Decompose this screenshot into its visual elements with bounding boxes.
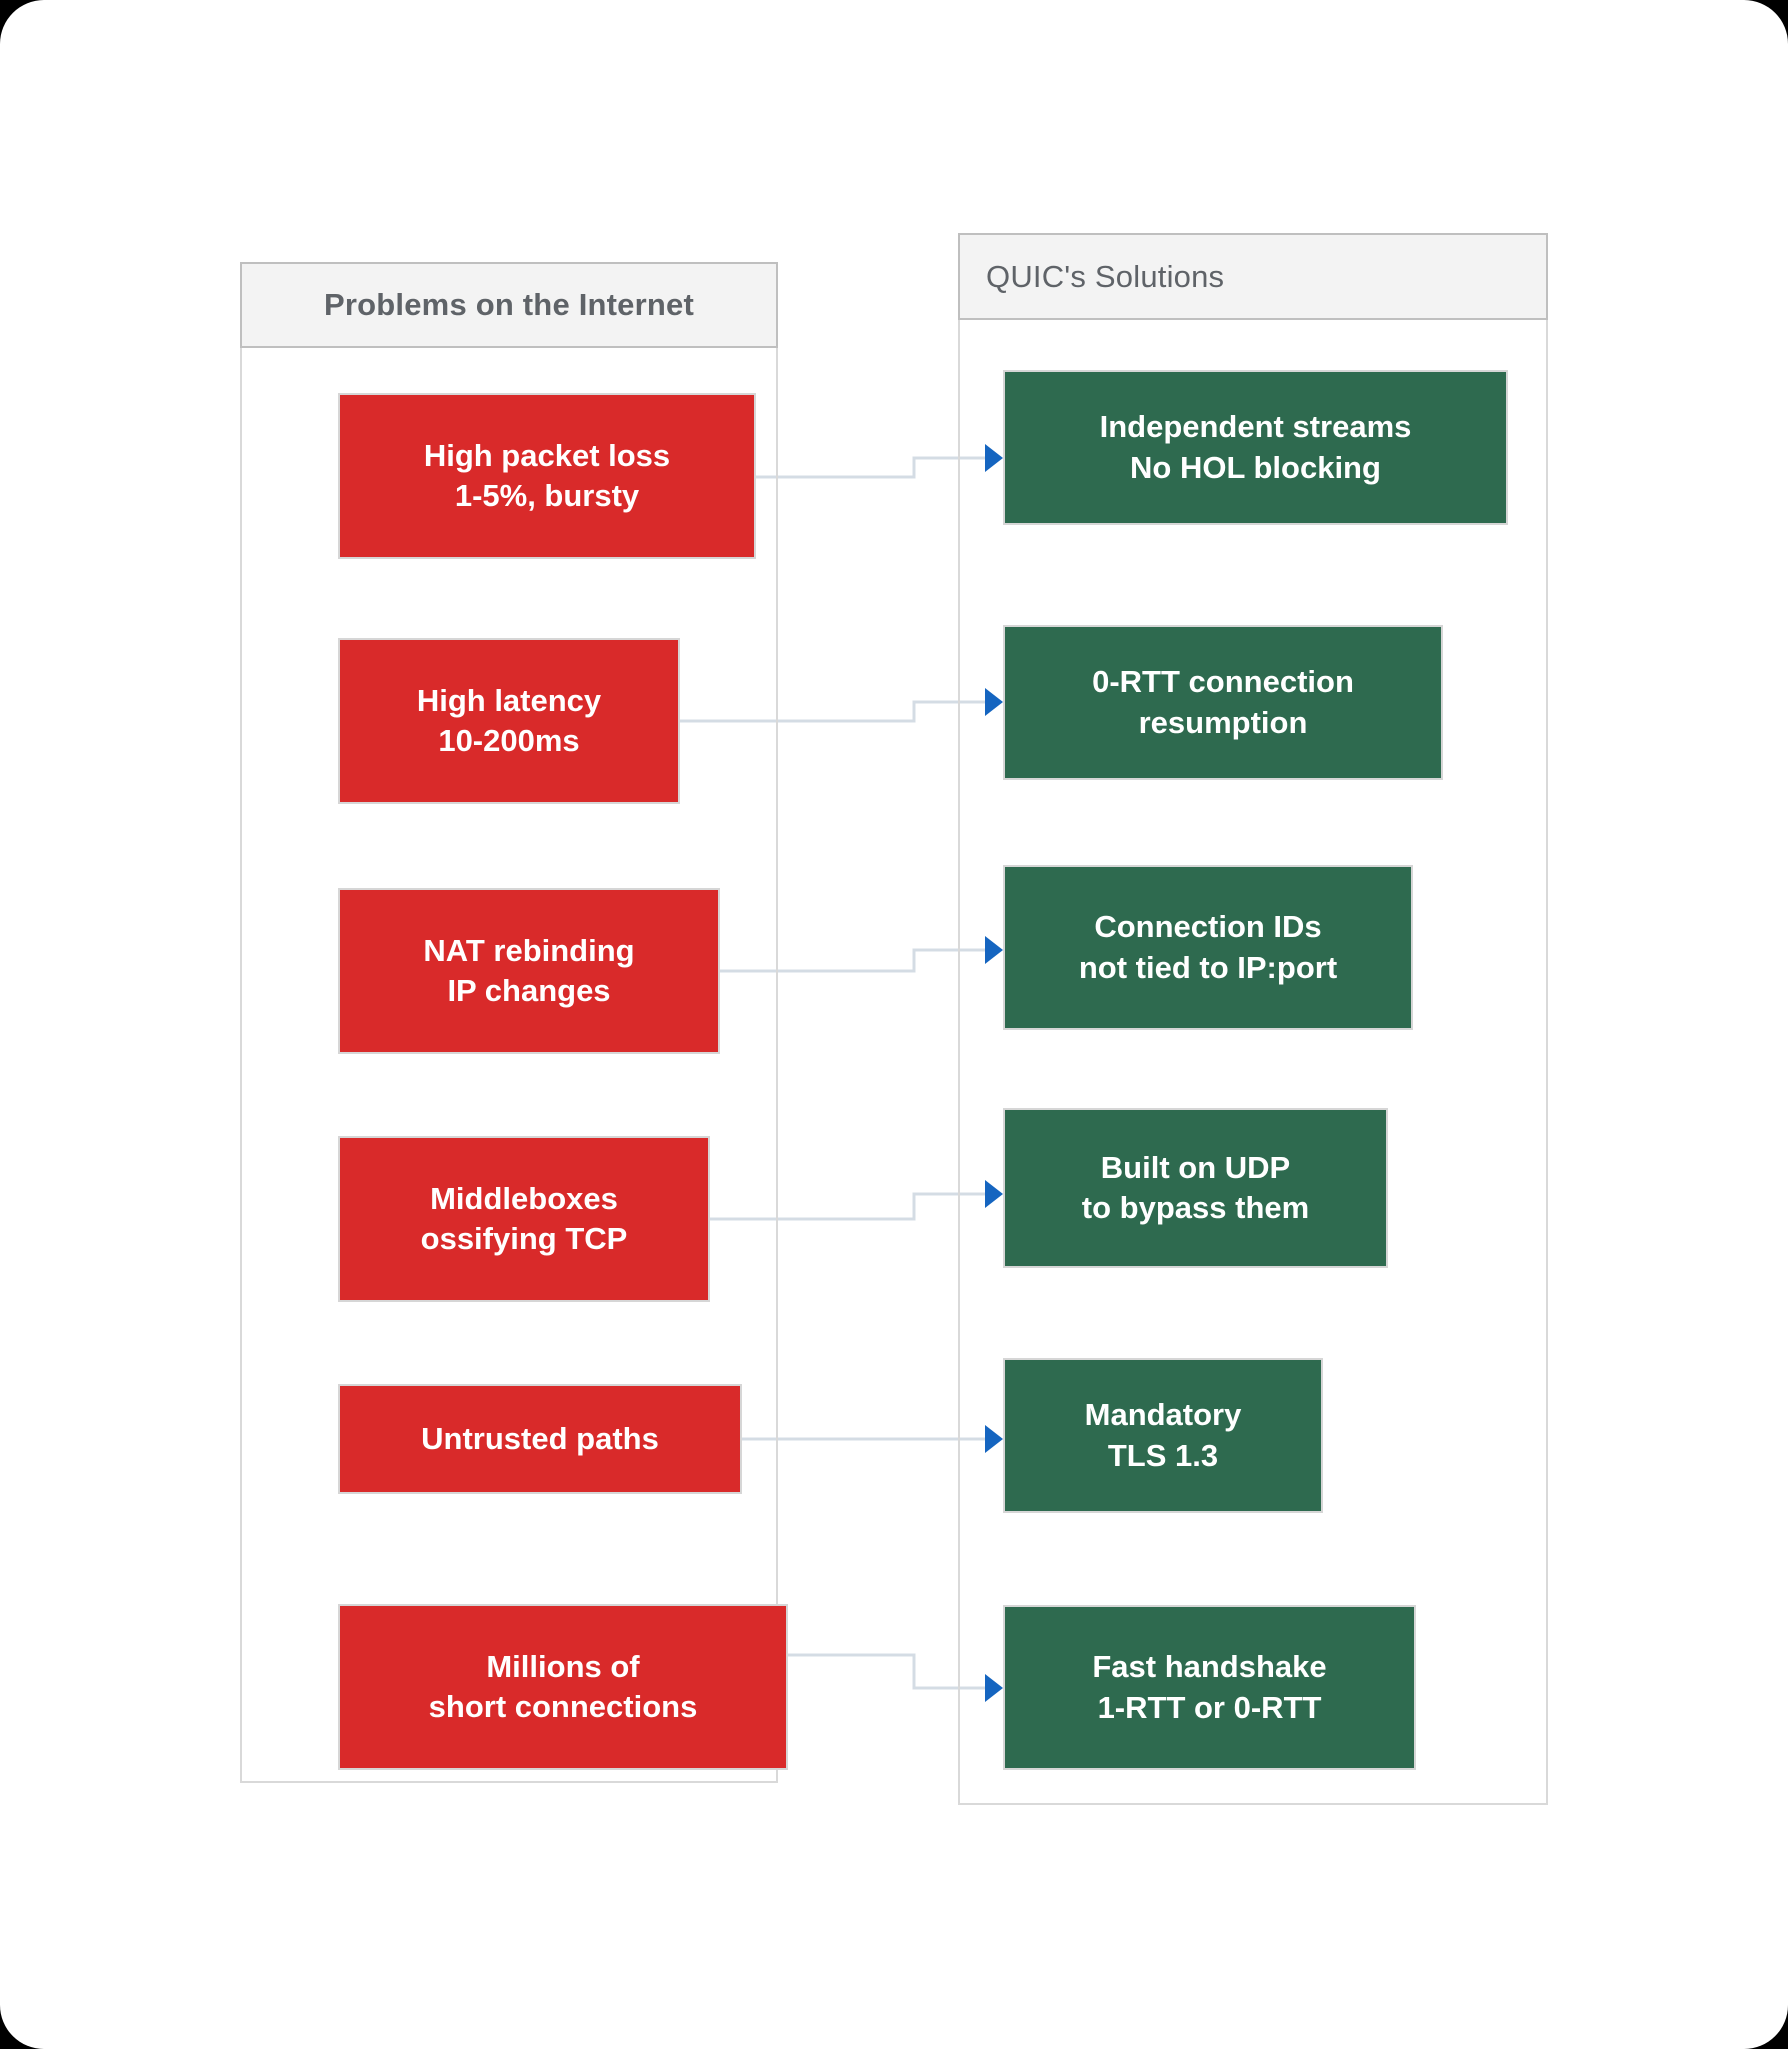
solution-node-independent-streams[interactable]: Independent streams No HOL blocking xyxy=(1003,370,1508,525)
node-line: High packet loss xyxy=(423,437,671,473)
solution-node-built-on-udp[interactable]: Built on UDP to bypass them xyxy=(1003,1108,1388,1268)
node-line: High latency xyxy=(416,682,602,718)
problem-node-middleboxes[interactable]: Middleboxes ossifying TCP xyxy=(338,1136,710,1302)
node-line: Built on UDP xyxy=(1100,1149,1291,1185)
node-line: Independent streams xyxy=(1099,409,1412,445)
solution-node-zero-rtt[interactable]: 0-RTT connection resumption xyxy=(1003,625,1443,780)
node-line: No HOL blocking xyxy=(1130,449,1381,485)
node-line: Middleboxes xyxy=(430,1180,618,1216)
connector-shortconns-to-handshake xyxy=(788,1653,985,1690)
panel-problems-header: Problems on the Internet xyxy=(240,262,778,348)
panel-solutions-title: QUIC's Solutions xyxy=(986,258,1225,294)
node-line: Fast handshake xyxy=(1092,1649,1327,1685)
node-line: 10-200ms xyxy=(438,723,580,758)
problem-node-latency[interactable]: High latency 10-200ms xyxy=(338,638,680,804)
problem-node-untrusted-paths[interactable]: Untrusted paths xyxy=(338,1384,742,1494)
node-line: IP changes xyxy=(447,973,611,1008)
node-line: ossifying TCP xyxy=(420,1221,628,1256)
node-line: TLS 1.3 xyxy=(1107,1437,1219,1473)
node-line: resumption xyxy=(1138,704,1308,740)
node-line: Millions of xyxy=(486,1648,640,1684)
node-line: Mandatory xyxy=(1084,1397,1242,1433)
node-line: short connections xyxy=(428,1689,698,1724)
problem-node-packet-loss[interactable]: High packet loss 1-5%, bursty xyxy=(338,393,756,559)
node-line: Untrusted paths xyxy=(421,1420,659,1456)
panel-solutions-header: QUIC's Solutions xyxy=(958,233,1548,320)
problem-node-nat-rebinding[interactable]: NAT rebinding IP changes xyxy=(338,888,720,1054)
node-line: 0-RTT connection xyxy=(1092,664,1354,700)
connector-packet-loss-to-streams xyxy=(756,456,985,479)
solution-node-fast-handshake[interactable]: Fast handshake 1-RTT or 0-RTT xyxy=(1003,1605,1416,1770)
solution-node-mandatory-tls[interactable]: Mandatory TLS 1.3 xyxy=(1003,1358,1323,1513)
node-line: to bypass them xyxy=(1081,1190,1310,1225)
node-line: NAT rebinding xyxy=(423,932,635,968)
node-line: Connection IDs xyxy=(1094,909,1322,945)
node-line: 1-RTT or 0-RTT xyxy=(1097,1689,1322,1725)
node-line: not tied to IP:port xyxy=(1078,949,1338,985)
solution-node-connection-ids[interactable]: Connection IDs not tied to IP:port xyxy=(1003,865,1413,1030)
problem-node-short-connections[interactable]: Millions of short connections xyxy=(338,1604,788,1770)
panel-problems-title: Problems on the Internet xyxy=(324,287,694,322)
node-line: 1-5%, bursty xyxy=(454,478,640,513)
